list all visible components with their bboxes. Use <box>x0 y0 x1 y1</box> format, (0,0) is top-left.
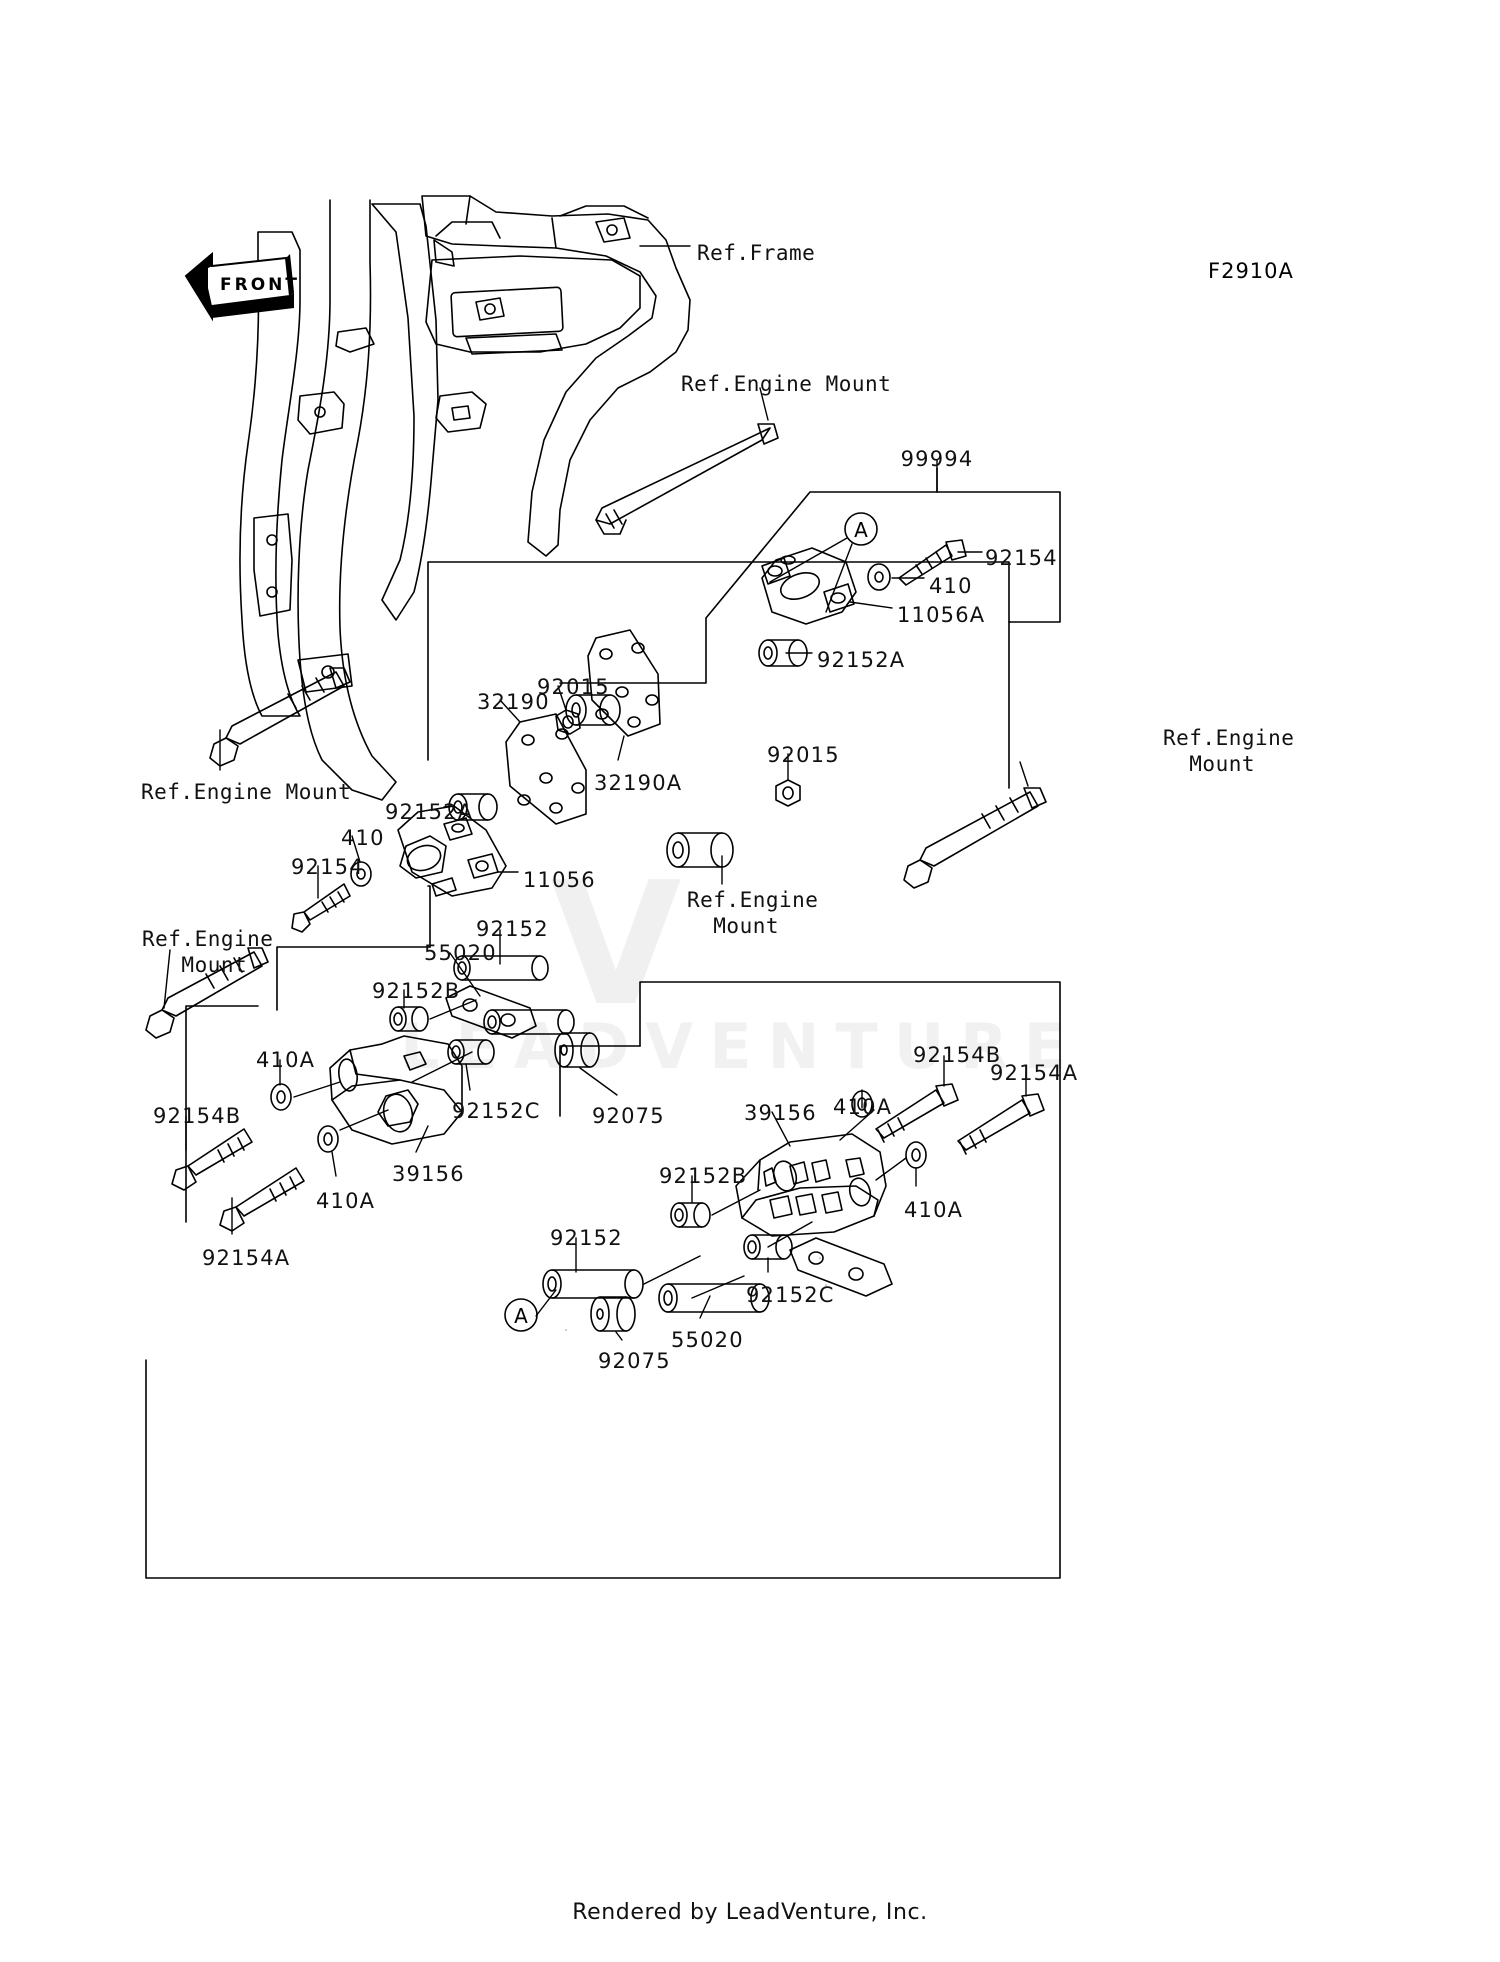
part-92154A-bolt-right <box>957 1093 1045 1155</box>
leader-lines <box>163 245 1029 1341</box>
p-92154B-r: 92154B <box>913 1043 1002 1067</box>
p-11056: 11056 <box>523 868 596 892</box>
p-39156-l: 39156 <box>392 1162 465 1186</box>
part-92154B-bolt-right <box>875 1083 959 1143</box>
p-410A-l2: 410A <box>316 1189 376 1213</box>
part-55020-sleeve-right <box>819 1257 827 1286</box>
callout-letter-a-top: A <box>854 518 868 542</box>
svg-text:FRONT: FRONT <box>220 275 300 295</box>
p-55020-r: 55020 <box>671 1328 744 1352</box>
ref-em-right: Ref.Engine Mount <box>1163 726 1295 777</box>
p-92152C-l: 92152C <box>452 1099 541 1123</box>
p-410A-r2: 410A <box>904 1198 964 1222</box>
render-credit-footer: Rendered by LeadVenture, Inc. <box>572 1900 928 1925</box>
part-92152-sleeve-right <box>542 1269 644 1299</box>
p-92152A-l: 92152A <box>385 800 474 824</box>
part-92152B-bushing-left <box>389 1006 429 1032</box>
p-92152B-r: 92152B <box>659 1164 748 1188</box>
p-32190: 32190 <box>477 690 550 714</box>
p-92154-a: 92154 <box>985 546 1058 570</box>
part-92075-damper-right <box>590 1296 636 1332</box>
part-92154-bolt-right <box>898 539 967 586</box>
bolt-ref-engine-mount-left-lower <box>145 947 269 1039</box>
part-92154A-bolt-left <box>219 1167 305 1232</box>
p-32190A: 32190A <box>594 771 683 795</box>
part-410-washer-left <box>350 861 372 887</box>
part-39156-cover-right <box>735 1133 887 1237</box>
part-92154-bolt-left <box>291 883 351 933</box>
part-32190-plate <box>505 713 587 825</box>
ref-em-lowerleft: Ref.Engine Mount <box>142 927 274 978</box>
p-92152B-l: 92152B <box>372 979 461 1003</box>
p-11056A: 11056A <box>897 603 986 627</box>
bolt-ref-engine-mount-top <box>595 423 779 535</box>
part-92075-damper-left <box>554 1032 600 1068</box>
part-92152-sleeve-left2 <box>483 1009 575 1035</box>
group-box-99994 <box>427 467 1061 789</box>
p-92154-l: 92154 <box>291 855 364 879</box>
part-410-washer-right <box>867 563 891 591</box>
p-92154A-l: 92154A <box>202 1246 291 1270</box>
p-92154A-r: 92154A <box>990 1061 1079 1085</box>
part-55020-link-right <box>789 1237 893 1297</box>
p-92015-l: 92015 <box>767 743 840 767</box>
part-92015-nut-lower <box>775 779 801 807</box>
p-99994: 99994 <box>900 447 974 471</box>
p-92152-r: 92152 <box>550 1226 623 1250</box>
part-55020-pin-right <box>658 1283 770 1313</box>
p-92075-l: 92075 <box>592 1104 665 1128</box>
p-92152: 92152 <box>476 917 549 941</box>
p-410-a: 410 <box>929 574 973 598</box>
p-55020-l: 55020 <box>424 941 497 965</box>
p-92015-u: 92015 <box>537 675 610 699</box>
part-92152B-bushing-right <box>670 1202 711 1228</box>
callout-letter-a-bottom: A <box>514 1304 528 1328</box>
p-92154B-l: 92154B <box>153 1104 242 1128</box>
p-92152C-r: 92152C <box>746 1283 835 1307</box>
ref-em-top: Ref.Engine Mount <box>681 372 892 396</box>
part-92152C-bushing-left <box>447 1039 495 1065</box>
p-410A-r1: 410A <box>833 1095 893 1119</box>
diagram-code: F2910A <box>1208 259 1294 283</box>
part-92154B-bolt-left <box>171 1128 253 1191</box>
p-39156-r: 39156 <box>744 1101 817 1125</box>
part-11056-bracket <box>397 805 507 897</box>
ref-em-center: Ref.Engine Mount <box>687 888 819 939</box>
p-410A-l1: 410A <box>256 1048 316 1072</box>
part-bushing-ref-em-center <box>666 832 734 868</box>
p-410-l: 410 <box>341 826 385 850</box>
part-410A-washer-left-2 <box>317 1125 339 1153</box>
part-92152-sleeve-left <box>453 955 549 981</box>
bolt-ref-engine-mount-right <box>903 787 1047 889</box>
frame-assembly <box>239 195 691 801</box>
part-410A-washer-left-1 <box>270 1083 292 1111</box>
part-39156-cover-left <box>329 1035 463 1145</box>
part-410A-washer-right-2 <box>905 1141 927 1169</box>
group-box-right-lower <box>145 981 1061 1579</box>
group-box-left-lower <box>185 885 431 1223</box>
p-92075-r: 92075 <box>598 1349 671 1373</box>
p-92152A-r: 92152A <box>817 648 906 672</box>
ref-frame: Ref.Frame <box>697 241 816 265</box>
bolt-ref-engine-mount-left-upper <box>209 667 351 767</box>
ref-em-left: Ref.Engine Mount <box>141 780 352 804</box>
front-direction-marker: FRONT <box>184 251 300 322</box>
